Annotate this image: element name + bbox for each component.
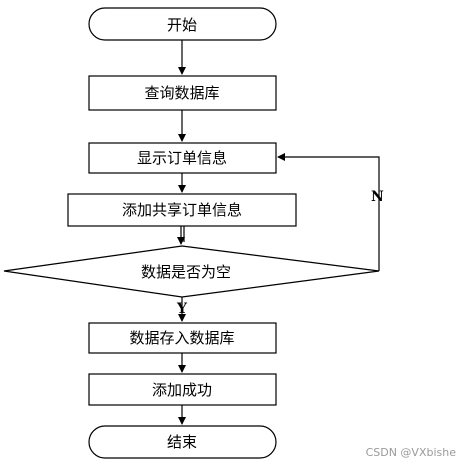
start-label: 开始 bbox=[167, 16, 197, 34]
end-terminal bbox=[88, 425, 277, 459]
add-success-label: 添加成功 bbox=[152, 381, 212, 399]
watermark: CSDN @VXbishe bbox=[366, 446, 457, 459]
no-branch-label: N bbox=[371, 189, 384, 205]
query-database-box bbox=[88, 75, 277, 111]
add-success-box bbox=[88, 373, 277, 406]
decision-label: 数据是否为空 bbox=[141, 263, 231, 281]
yes-branch-label: Y bbox=[176, 301, 188, 317]
show-order-info-label: 显示订单信息 bbox=[137, 149, 227, 167]
query-database-label: 查询数据库 bbox=[144, 84, 219, 102]
end-label: 结束 bbox=[167, 433, 197, 451]
no-branch-connector bbox=[277, 153, 380, 271]
store-database-label: 数据存入数据库 bbox=[129, 329, 234, 347]
add-shared-order-label: 添加共享订单信息 bbox=[122, 201, 242, 219]
add-shared-order-box bbox=[67, 193, 297, 227]
store-database-box bbox=[88, 322, 277, 354]
